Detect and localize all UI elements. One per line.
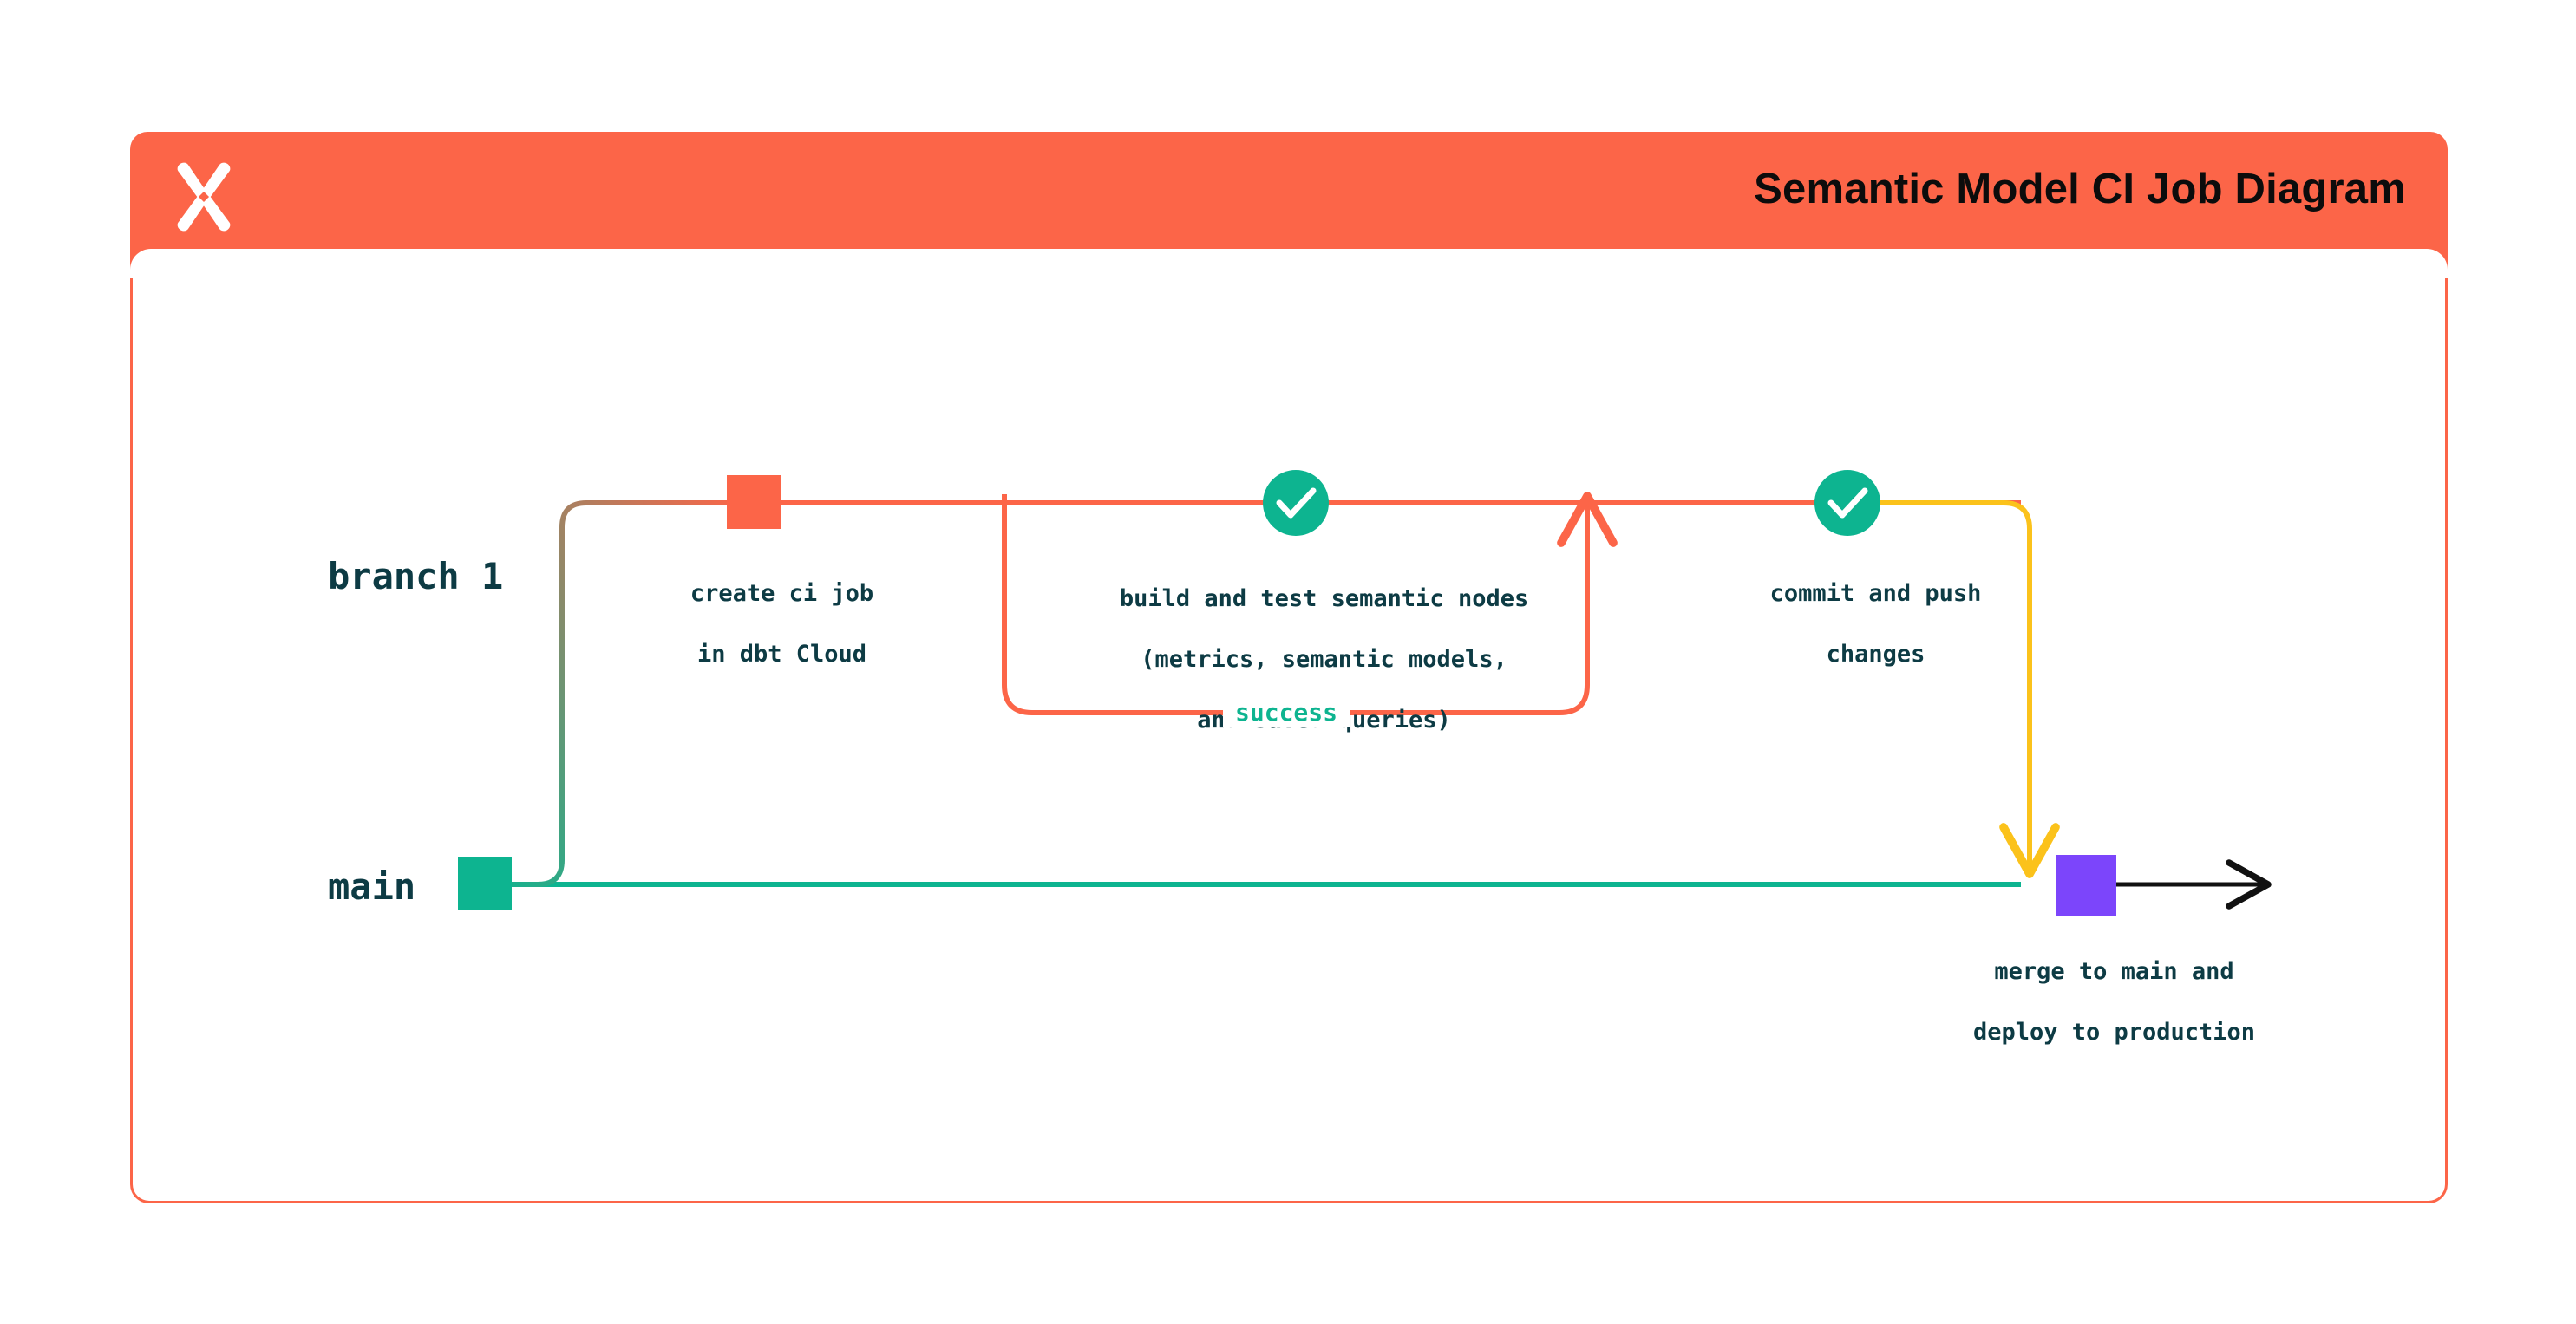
card-header: Semantic Model CI Job Diagram <box>130 132 2448 278</box>
page-title: Semantic Model CI Job Diagram <box>1754 166 2406 212</box>
dbt-x-logo-icon <box>167 160 241 234</box>
merge-line-1: merge to main and <box>1994 958 2234 986</box>
build-test-line-1: build and test semantic nodes <box>1119 585 1529 613</box>
success-edge-label: success <box>1223 698 1350 727</box>
node-label-merge-to-main: merge to main and deploy to production <box>1826 926 2346 1078</box>
create-ci-job-line-1: create ci job <box>690 580 874 608</box>
branch-label-branch-1: branch 1 <box>328 555 504 597</box>
merge-line-2: deploy to production <box>1972 1019 2256 1047</box>
node-label-create-ci-job: create ci job in dbt Cloud <box>580 548 927 700</box>
node-label-commit-and-push: commit and push changes <box>1587 548 2108 700</box>
commit-push-line-1: commit and push <box>1769 580 1982 608</box>
node-label-build-and-test: build and test semantic nodes (metrics, … <box>949 553 1643 766</box>
build-test-line-2: (metrics, semantic models, <box>1141 646 1507 674</box>
branch-label-main: main <box>328 865 416 908</box>
commit-push-line-2: changes <box>1826 641 1925 669</box>
create-ci-job-line-2: in dbt Cloud <box>696 641 867 669</box>
